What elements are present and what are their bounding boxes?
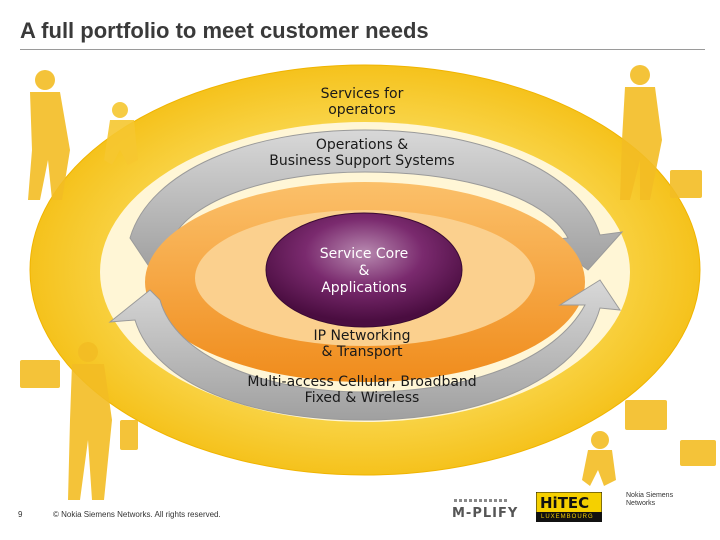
title-divider	[20, 49, 705, 50]
access-label-line2: Fixed & Wireless	[304, 390, 420, 406]
page-number: 9	[18, 510, 23, 519]
access-label-line1: Multi-access Cellular, Broadband	[247, 374, 477, 390]
slide-title: A full portfolio to meet customer needs	[20, 18, 429, 43]
ip-label: IP Networking & Transport	[290, 328, 434, 360]
hitec-logo: HiTEC	[540, 494, 590, 512]
core-label-line2: &	[358, 263, 370, 279]
oss-label-line1: Operations &	[315, 137, 409, 153]
person-silhouette-left-top	[28, 70, 70, 200]
core-label-line1: Service Core	[319, 246, 409, 262]
oss-label: Operations & Business Support Systems	[238, 137, 486, 169]
services-label: Services for operators	[300, 86, 424, 118]
hitec-logo-subtitle: LUXEMBOURG	[541, 514, 594, 520]
mplify-logo: M-PLIFY	[452, 506, 519, 521]
copyright-notice: © Nokia Siemens Networks. All rights res…	[53, 510, 221, 519]
person-silhouette-right-bottom	[582, 400, 716, 486]
person-silhouette-left-bottom	[20, 342, 138, 500]
ip-label-line2: & Transport	[321, 344, 403, 360]
core-label-line3: Applications	[321, 280, 407, 296]
person-silhouette-left-mid	[104, 102, 138, 165]
core-label: Service Core & Applications	[300, 246, 428, 297]
oss-band-arrow	[129, 129, 624, 271]
services-label-line2: operators	[328, 102, 396, 118]
nsn-logo: Nokia Siemens Networks	[626, 492, 674, 507]
hitec-logo-badge	[536, 492, 602, 522]
ip-label-line1: IP Networking	[313, 328, 411, 344]
service-core	[265, 212, 463, 328]
services-label-line1: Services for	[320, 86, 404, 102]
oss-label-line2: Business Support Systems	[269, 153, 455, 169]
mplify-logo-dots	[454, 499, 507, 502]
access-band-arrow	[108, 279, 622, 421]
person-silhouette-right-top	[620, 65, 702, 200]
access-label: Multi-access Cellular, Broadband Fixed &…	[214, 374, 510, 406]
